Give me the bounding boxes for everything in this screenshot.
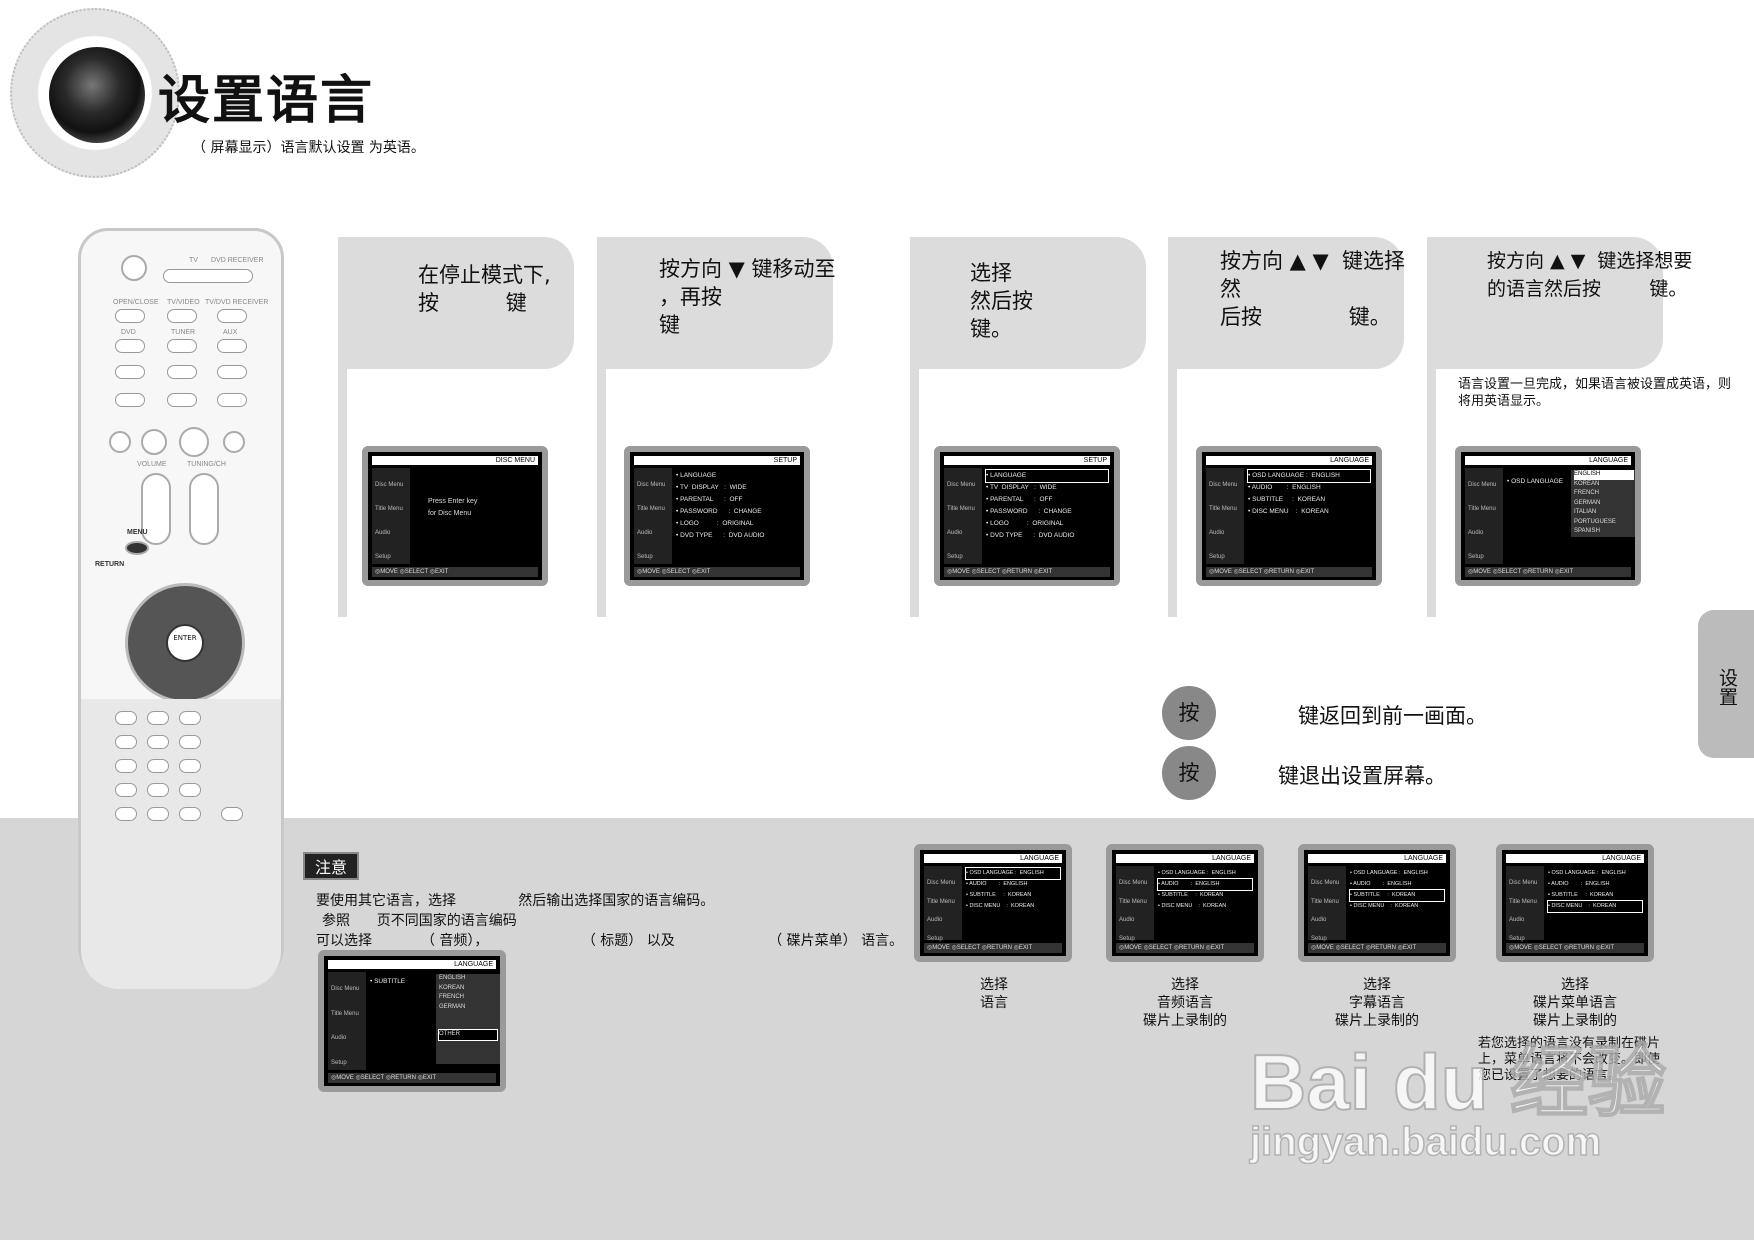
exit-text: 键退出设置屏幕。 (1278, 764, 1446, 788)
logo-button[interactable] (115, 807, 137, 821)
step-5-note: 语言设置一旦完成，如果语言被设置成英语，则 将用英语显示。 (1458, 377, 1732, 409)
remote-label: DVD RECEIVER (211, 257, 264, 264)
step-1: 在停止模式下, 按 键 (338, 237, 574, 617)
caption-disc-menu: 选择 碟片菜单语言 碟片上录制的 (1533, 977, 1617, 1029)
aux-button[interactable] (217, 339, 247, 353)
dvd-button[interactable] (115, 339, 145, 353)
exit-circle: 按 (1162, 746, 1216, 800)
remote-lower-panel (81, 699, 281, 989)
step-3: 选择 然后按 键。 (910, 237, 1146, 617)
band-button[interactable] (167, 339, 197, 353)
speaker-logo (10, 8, 180, 178)
remote-label: RETURN (95, 561, 125, 568)
note-line-1: 要使用其它语言，选择 然后输出选择国家的语言编码。 (316, 893, 715, 909)
step-text: 选择 然后按 键。 (970, 261, 1033, 341)
screen-header: DISC MENU (372, 456, 538, 465)
warning-text: 若您选择的语言没有录制在碟片 上，菜单语言将不会改变。即使 您已设置了想要的语言… (1478, 1036, 1661, 1083)
number-button[interactable] (147, 783, 169, 797)
sleep-button[interactable] (115, 783, 137, 797)
remote-label: TUNER (171, 329, 196, 336)
power-icon[interactable] (121, 255, 147, 281)
caption-audio: 选择 音频语言 碟片上录制的 (1143, 977, 1227, 1029)
side-tab: 设置 (1698, 610, 1754, 758)
number-button[interactable] (147, 759, 169, 773)
remote-label: AUX (223, 329, 238, 336)
page-title: 设置语言 (158, 71, 375, 131)
grey-band (0, 818, 1754, 1240)
watermark-url: jingyan.baidu.com (1249, 1119, 1602, 1165)
remote-label: OPEN/CLOSE (113, 299, 159, 306)
tv-dvd-button[interactable] (217, 309, 247, 323)
menu-button[interactable] (125, 541, 149, 555)
note-line-3: 可以选择 （ 音频）， （ 标题） 以及 （ 碟片菜单） 语言。 (316, 933, 904, 949)
return-circle: 按 (1162, 686, 1216, 740)
number-button[interactable] (115, 735, 137, 749)
prev-icon[interactable] (109, 431, 131, 453)
tv-dvd-switch[interactable] (163, 269, 253, 283)
number-button[interactable] (115, 711, 137, 725)
tuning-rocker[interactable] (189, 473, 219, 545)
remote-label: TV/VIDEO (167, 299, 200, 306)
watermark-logo: Bai du 经验 (1249, 1037, 1667, 1127)
enter-button[interactable]: ENTER (166, 624, 204, 662)
remote-label: TUNING/CH (187, 461, 226, 468)
open-close-button[interactable] (115, 309, 145, 323)
step-text: 按方向 ▲ ▼ 键选择想要 的语言然后按 键。 (1487, 250, 1693, 300)
lem-minus-button[interactable] (115, 393, 145, 407)
cancel-button[interactable] (179, 783, 201, 797)
step-5: 按方向 ▲ ▼ 键选择想要 的语言然后按 键。 (1427, 237, 1692, 617)
number-button[interactable] (147, 711, 169, 725)
remote-label: MENU (127, 529, 148, 536)
step-text: 在停止模式下, 按 键 (418, 263, 551, 315)
remote-label: DVD (121, 329, 136, 336)
repeat-button[interactable] (179, 807, 201, 821)
next-icon[interactable] (223, 431, 245, 453)
slow-button[interactable] (167, 365, 197, 379)
baidu-watermark: Bai du 经验 jingyan.baidu.com (1249, 1020, 1670, 1220)
number-button[interactable] (115, 759, 137, 773)
pl2-mode-button[interactable] (115, 365, 145, 379)
dimmer-button[interactable] (167, 309, 197, 323)
return-text: 键返回到前一画面。 (1298, 704, 1487, 728)
remain-button[interactable] (221, 807, 243, 821)
step-text: 按方向 ▼ 键移动至 ，再按 键 (659, 257, 836, 337)
remote-label: TV/DVD RECEIVER (205, 299, 269, 306)
pl2-effect-button[interactable] (217, 365, 247, 379)
remote-label: TV (189, 257, 198, 264)
number-button[interactable] (147, 735, 169, 749)
step-text: 按方向 ▲ ▼ 键选择 然 后按 键。 (1220, 249, 1406, 329)
note-badge: 注意 (303, 852, 359, 880)
page-subtitle: （ 屏幕显示）语言默认设置 为英语。 (192, 140, 425, 156)
remote-control: TV DVD RECEIVER OPEN/CLOSE TV/VIDEO TV/D… (78, 228, 284, 989)
lem-plus-button[interactable] (167, 393, 197, 407)
note-line-2: 参照 页不同国家的语言编码 (322, 913, 517, 929)
caption-osd: 选择 语言 (980, 977, 1008, 1011)
caption-subtitle: 选择 字幕语言 碟片上录制的 (1335, 977, 1419, 1029)
step-2: 按方向 ▼ 键移动至 ，再按 键 (597, 237, 836, 617)
number-button[interactable] (179, 711, 201, 725)
stop-icon[interactable] (141, 429, 167, 455)
ez-view-button[interactable] (147, 807, 169, 821)
asc-button[interactable] (217, 393, 247, 407)
direction-pad[interactable]: ENTER (125, 583, 245, 703)
step-4: 按方向 ▲ ▼ 键选择 然 后按 键。 (1168, 237, 1406, 617)
number-button[interactable] (179, 735, 201, 749)
number-button[interactable] (179, 759, 201, 773)
volume-rocker[interactable] (141, 473, 171, 545)
play-pause-icon[interactable] (179, 427, 209, 457)
remote-label: VOLUME (137, 461, 167, 468)
